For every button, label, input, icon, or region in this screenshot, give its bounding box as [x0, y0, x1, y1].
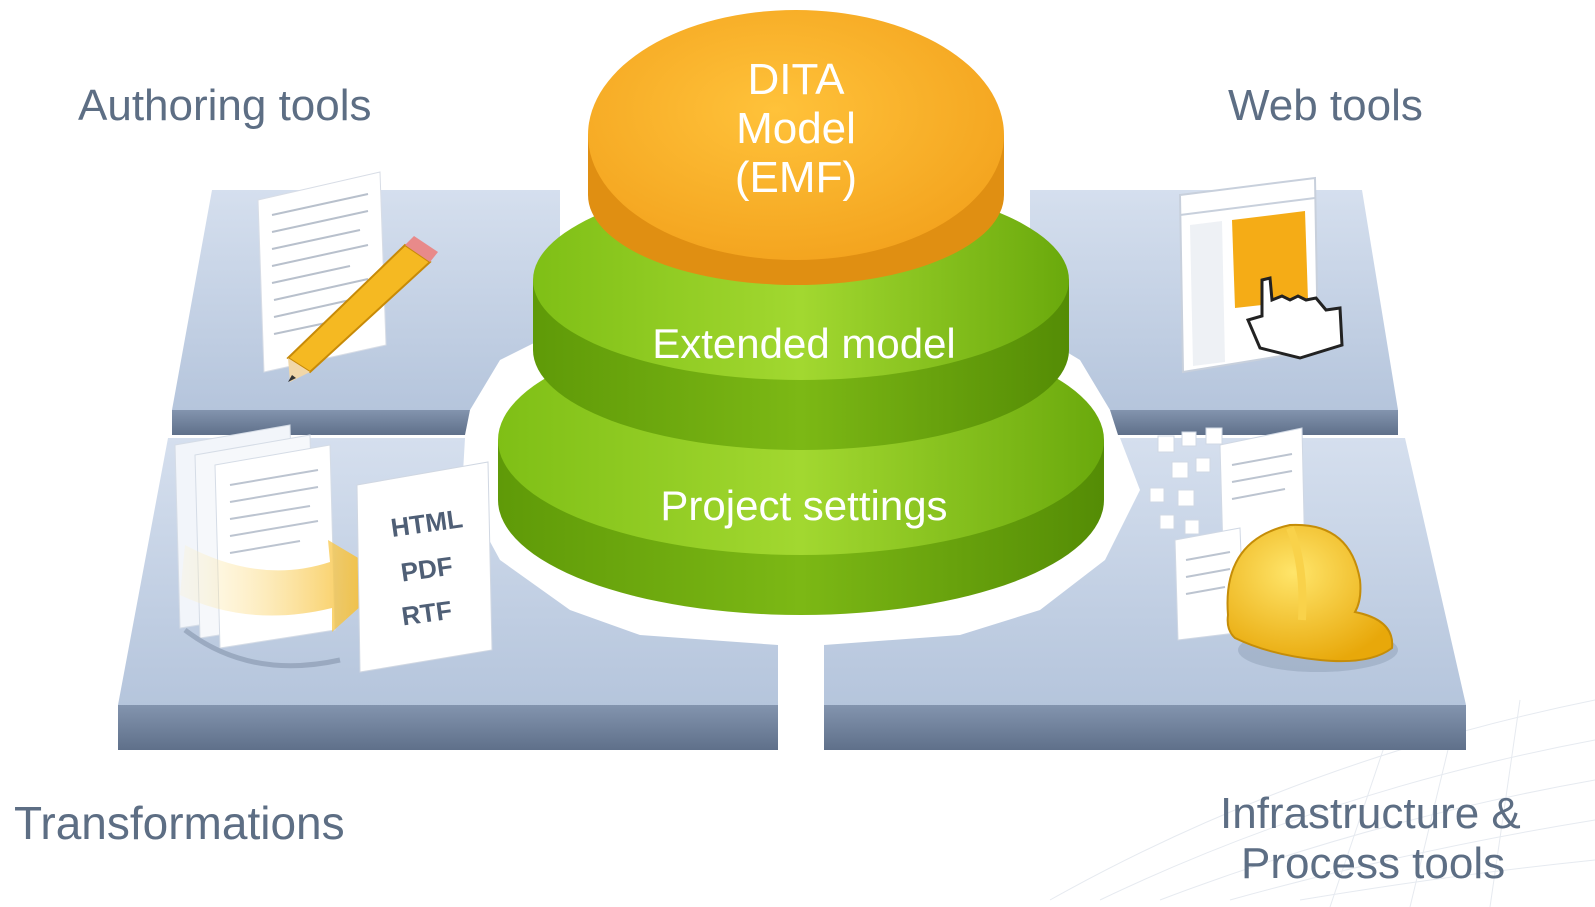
browser-cursor-icon [1178, 176, 1344, 374]
extended-model-label: Extended model [652, 320, 956, 367]
dita-line-2: Model [736, 104, 856, 153]
layer-dita-model [588, 10, 1004, 285]
label-infrastructure-line1: Infrastructure & [1220, 789, 1521, 838]
label-transformations: Transformations [14, 797, 345, 849]
dita-line-1: DITA [748, 55, 846, 104]
label-web-tools: Web tools [1228, 81, 1423, 130]
label-authoring-tools: Authoring tools [78, 81, 372, 130]
hardhat-document-icon [1149, 427, 1398, 672]
format-pdf: PDF [399, 551, 455, 588]
transformation-icon [174, 424, 493, 673]
dita-line-3: (EMF) [735, 153, 857, 202]
project-settings-label: Project settings [660, 482, 947, 529]
label-infrastructure-line2: Process tools [1241, 839, 1506, 888]
document-pencil-icon [257, 171, 438, 382]
format-rtf: RTF [400, 595, 454, 632]
